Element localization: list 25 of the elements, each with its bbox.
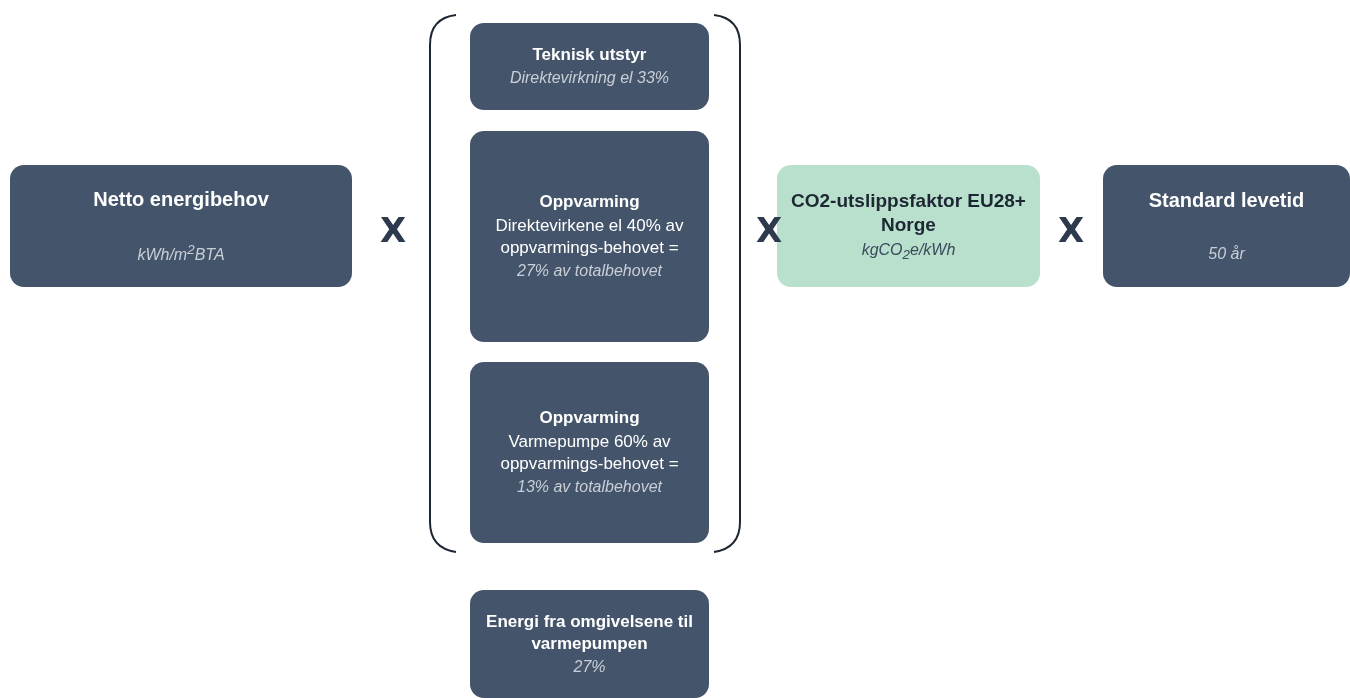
node-note: Direktevirkning el 33% [509,68,670,89]
node-note: kgCO$_{2}$e/kWh [861,239,956,264]
node-heading: CO2-utslippsfaktor EU28+ Norge [790,188,1027,238]
node-note: kWh/m$^{2}$BTA [137,240,225,265]
node-note: 27% av totalbehovet [517,261,662,282]
multiply-sign: X [1058,210,1085,250]
node-heading: Energi fra omgivelsene til varmepumpen [485,610,694,655]
node-text: Direktevirkene el 40% av oppvarmings-behovet = [494,215,685,260]
process-box [10,165,352,287]
node-text: Varmepumpe 60% av oppvarmings-behovet = [499,431,680,476]
process-box [1103,165,1350,287]
node-heading: Teknisk utstyr [532,44,647,67]
node-heading: Standard levetid [1148,188,1305,214]
process-box [470,131,709,342]
process-box [470,23,709,110]
multiply-sign: X [756,210,783,250]
node-note: 27% [573,656,606,677]
node-heading: Netto energibehov [93,187,269,213]
multiply-sign: X [380,210,407,250]
process-box [470,362,709,543]
node-note: 13% av totalbehovet [517,477,662,498]
node-heading: Oppvarming [539,406,640,429]
node-heading: Oppvarming [539,190,640,213]
process-box [470,590,709,698]
node-note: 50 år [1208,243,1245,264]
